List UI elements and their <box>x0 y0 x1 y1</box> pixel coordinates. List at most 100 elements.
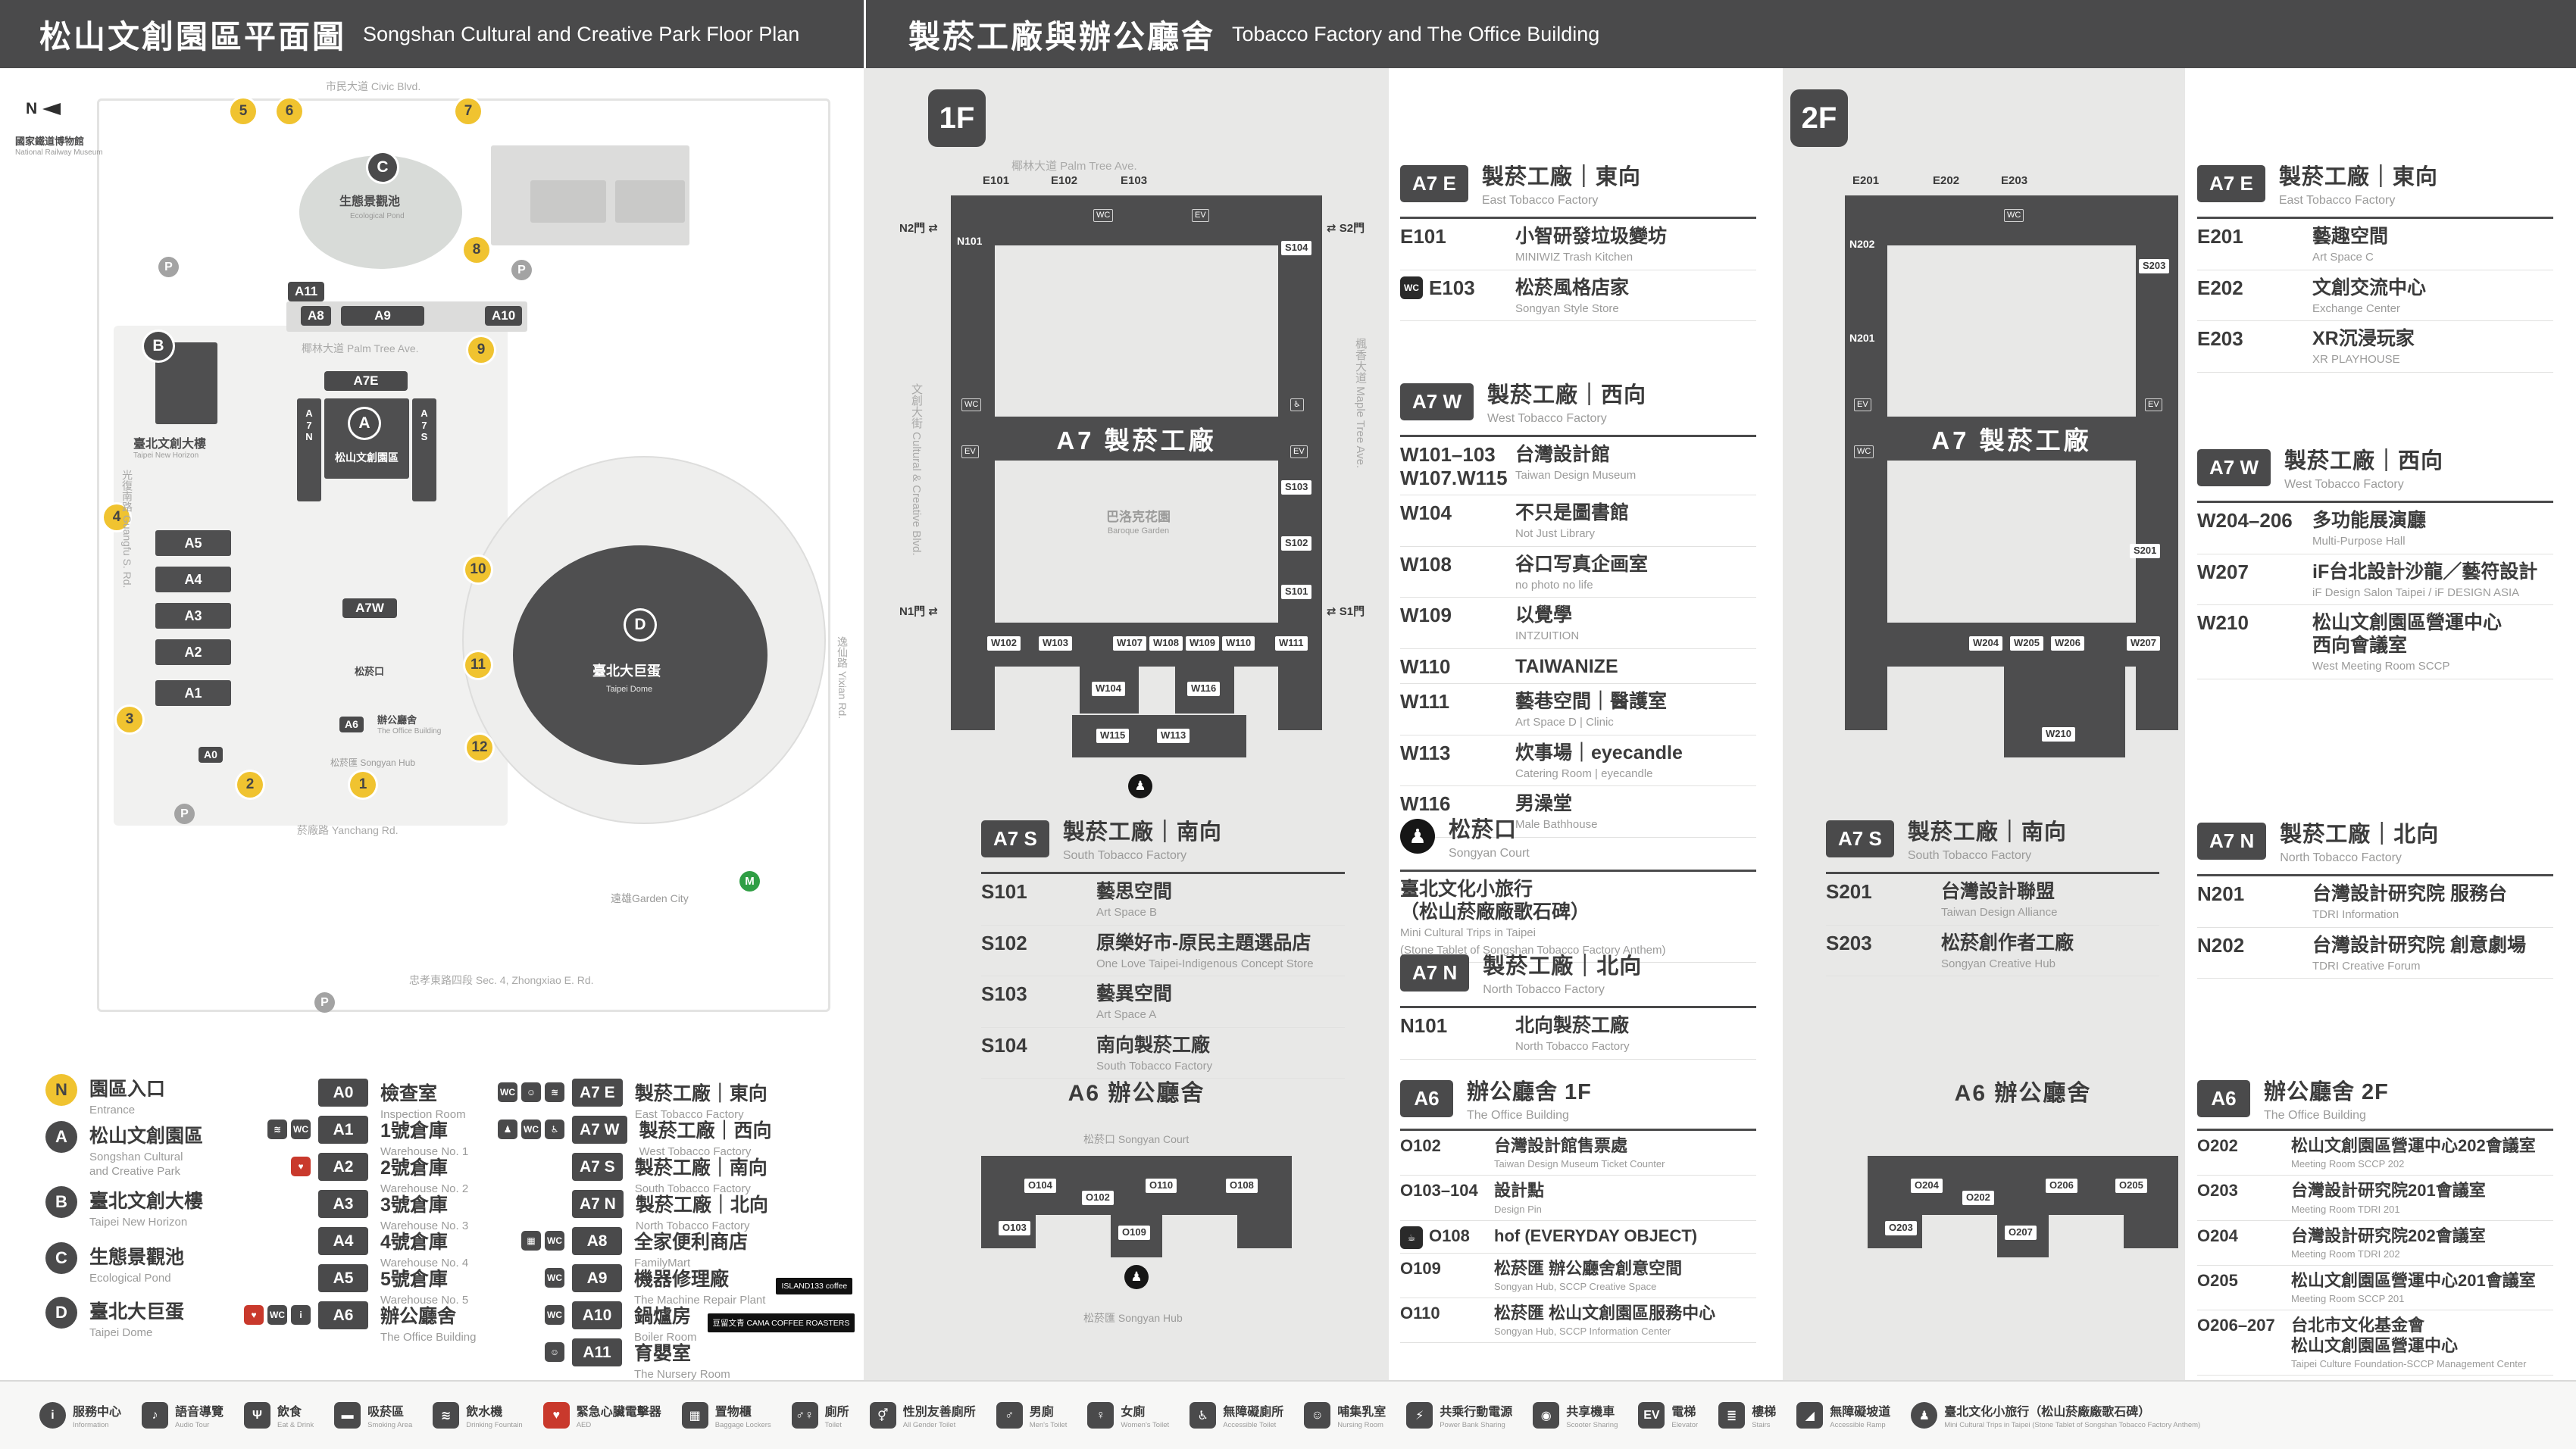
section-titles: 松菸口 Songyan Court <box>1449 812 1530 860</box>
facility-legend-item: i 服務中心 Information <box>39 1401 121 1429</box>
room-code-cell: W111 <box>1400 690 1515 714</box>
area-name-en: Entrance <box>89 1104 136 1116</box>
room-code: W110 <box>1400 654 1451 678</box>
building-name-label: A7 製菸工廠 <box>995 417 1278 461</box>
directory-band-2f <box>2185 68 2576 1380</box>
street-label: 楓香大道 Maple Tree Ave. <box>1354 338 1367 469</box>
warehouse-label: A5 <box>184 535 202 551</box>
directory-row: W210 松山文創園區營運中心 西向會議室 West Meeting Room … <box>2197 605 2553 679</box>
accessible-toilet-icon: ♿ <box>1290 398 1304 411</box>
room-name: 台灣設計研究院202會議室 Meeting Room TDRI 202 <box>2291 1226 2486 1260</box>
room-name: 藝巷空間｜醫護室 Art Space D | Clinic <box>1515 691 1668 729</box>
cafe-icon: ☕ <box>1400 1226 1423 1249</box>
room-code: O102 <box>1400 1136 1441 1155</box>
entrance-number: 9 <box>477 342 486 358</box>
room-code-cell: E201 <box>2197 225 2312 248</box>
room-code: N202 <box>2197 933 2245 957</box>
badge-a6: A6 <box>339 717 364 732</box>
room-name: 設計點 Design Pin <box>1494 1181 1545 1215</box>
entrance-number-badge: 4 <box>104 504 130 530</box>
directory-band-1f <box>1389 68 1783 1380</box>
room-code: S104 <box>981 1033 1027 1057</box>
building-badge: A6 <box>318 1301 368 1329</box>
badge-a: A <box>350 409 379 438</box>
legend-building-row: ♥ WC i A6 辦公廳舍 The Office Building <box>244 1301 476 1345</box>
legend-area-row: A 松山文創園區 Songshan Cultural and Creative … <box>45 1121 203 1179</box>
directory-row: WC E103 松菸風格店家 Songyan Style Store <box>1400 270 1756 321</box>
room-code: O203 <box>2197 1181 2238 1201</box>
legend-row-icons: WC <box>545 1268 564 1288</box>
section-title-en: North Tobacco Factory <box>1483 983 1605 996</box>
legend-building-row: WC A9 機器修理廠 The Machine Repair Plant ISL… <box>545 1264 853 1308</box>
facility-text: 共享機車 Scooter Sharing <box>1566 1406 1618 1429</box>
entrance-number-badge: 10 <box>465 557 491 582</box>
gate-label: N2門 ⇄ <box>899 222 938 235</box>
room-name: 原樂好市-原民主題選品店 One Love Taipei-Indigenous … <box>1096 932 1314 970</box>
entrance-number: 3 <box>125 711 134 727</box>
building-name-en: FamilyMart <box>634 1257 691 1269</box>
room-name: 台灣設計研究院201會議室 Meeting Room TDRI 201 <box>2291 1181 2486 1215</box>
room-code-cell: W108 <box>1400 553 1515 576</box>
section-a7e-1f: A7 E 製菸工廠｜東向 East Tobacco Factory E101 <box>1400 159 1756 321</box>
directory-row: W110 TAIWANIZE <box>1400 649 1756 685</box>
room-label: O104 <box>1024 1179 1056 1193</box>
section-badge: A7 S <box>1826 820 1894 857</box>
section-badge: A7 W <box>2197 448 2271 486</box>
facility-legend-item: ⚡ 共乘行動電源 Power Bank Sharing <box>1406 1401 1512 1429</box>
office-plan-title: A6 辦公廳舍 <box>1068 1081 1205 1106</box>
room-code-cell: W207 <box>2197 561 2312 584</box>
room-code: S102 <box>981 931 1027 954</box>
room-code-cell: O109 <box>1400 1259 1494 1279</box>
legend-building-row: ▦ WC A8 全家便利商店 FamilyMart <box>521 1227 748 1271</box>
entrance-number: 10 <box>470 561 486 577</box>
legend-row-icons: ▦ WC <box>521 1231 564 1251</box>
room-name: 炊事場｜eyecandle Catering Room | eyecandle <box>1515 742 1683 780</box>
entrance-number: 7 <box>464 103 473 119</box>
aed-icon: ♥ <box>542 1402 570 1429</box>
facility-legend-item: ◢ 無障礙坡道 Accessible Ramp <box>1796 1401 1890 1429</box>
area-name-zh: 松山文創園區 <box>89 1126 204 1147</box>
area-name-en: Taipei Dome <box>89 1326 153 1339</box>
section-a7s-2f: A7 S 製菸工廠｜南向 South Tobacco Factory S201 <box>1826 814 2159 976</box>
audio-tour-icon: ♪ <box>142 1402 169 1429</box>
room-name: 谷口写真企画室 no photo no life <box>1515 553 1649 592</box>
badge-d: D <box>626 611 655 639</box>
entrance-number-badge: 11 <box>465 652 491 678</box>
section-titles: 製菸工廠｜北向 North Tobacco Factory <box>1483 948 1642 997</box>
songyan-hub-label: 松菸匯 Songyan Hub <box>330 757 416 768</box>
room-code-cell: S201 <box>1826 880 1941 904</box>
office-plan-title: A6 辦公廳舍 <box>1954 1081 2092 1106</box>
tenant-tag: ISLAND133 coffee <box>776 1277 853 1294</box>
a7n-stack-label: A 7 N <box>305 408 313 443</box>
building-badge: A5 <box>318 1264 368 1292</box>
directory-row: O203 台灣設計研究院201會議室 Meeting Room TDRI 201 <box>2197 1176 2553 1221</box>
street-label: 光復南路 Guangfu S. Rd. <box>121 470 133 589</box>
room-code: O204 <box>2197 1226 2238 1245</box>
pond-label: 生態景觀池 <box>339 195 401 208</box>
area-text: 生態景觀池 Ecological Pond <box>89 1242 184 1286</box>
tenant-tag: 豆留文青 CAMA COFFEE ROASTERS <box>707 1313 855 1333</box>
courtyard-label: 巴洛克花園 Baroque Garden <box>1106 510 1171 536</box>
building-name-en: Warehouse No. 2 <box>380 1182 469 1195</box>
directory-row: E101 小智研發垃圾變坊 MINIWIZ Trash Kitchen <box>1400 219 1756 270</box>
toilet-icon: WC <box>545 1305 564 1325</box>
room-name: 松菸創作者工廠 Songyan Creative Hub <box>1941 932 2074 970</box>
garden-city-label: 遠雄Garden City <box>611 892 689 904</box>
section-header: A7 E 製菸工廠｜東向 East Tobacco Factory <box>1400 159 1756 219</box>
street-label: 椰林大道 Palm Tree Ave. <box>302 342 419 354</box>
nursing-room-icon: ☺ <box>1304 1402 1331 1429</box>
badge-a8: A8 <box>301 306 331 326</box>
smoking-area-icon: ▬ <box>334 1402 361 1429</box>
taipei-dome <box>513 545 767 765</box>
room-name: 松山文創園區營運中心 西向會議室 West Meeting Room SCCP <box>2312 612 2503 673</box>
room-label: W102 <box>987 636 1021 651</box>
baggage-lockers-icon: ▦ <box>521 1231 541 1251</box>
room-label: S101 <box>1281 585 1312 599</box>
songyan-court-icon: ♟ <box>1124 1265 1149 1289</box>
legend-building-row: ♥ A2 2號倉庫 Warehouse No. 2 <box>291 1153 469 1197</box>
building-name-en: Warehouse No. 5 <box>380 1294 469 1307</box>
room-label: W107 <box>1113 636 1146 651</box>
building-name-en: North Tobacco Factory <box>635 1219 750 1232</box>
entrance-number: 2 <box>245 776 255 792</box>
section-header: A6 辦公廳舍 2F The Office Building <box>2197 1074 2553 1131</box>
